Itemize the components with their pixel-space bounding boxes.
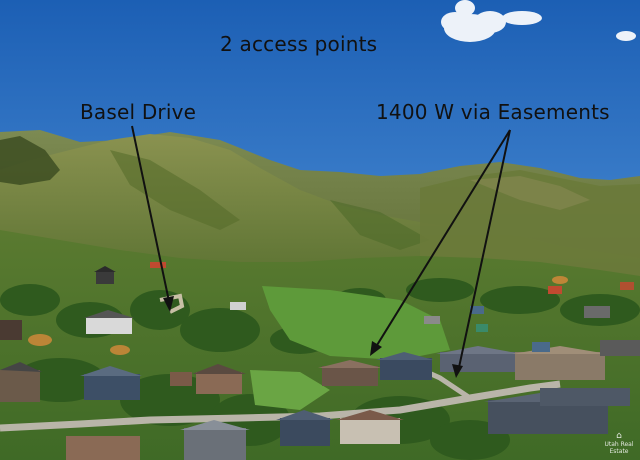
arrow-basel-drive	[131, 125, 174, 312]
arrow-1400w-right	[452, 129, 511, 378]
clouds	[441, 0, 636, 42]
caption-basel-drive: Basel Drive	[80, 100, 197, 124]
house-logo-icon: ⌂	[616, 431, 622, 441]
arrow-1400w-left	[370, 129, 511, 356]
watermark-text: Utah Real Estate	[604, 441, 634, 455]
caption-1400w-easements: 1400 W via Easements	[376, 100, 610, 124]
watermark-logo: ⌂ Utah Real Estate	[604, 432, 634, 456]
caption-title: 2 access points	[220, 32, 378, 56]
left-ravine	[0, 136, 60, 185]
